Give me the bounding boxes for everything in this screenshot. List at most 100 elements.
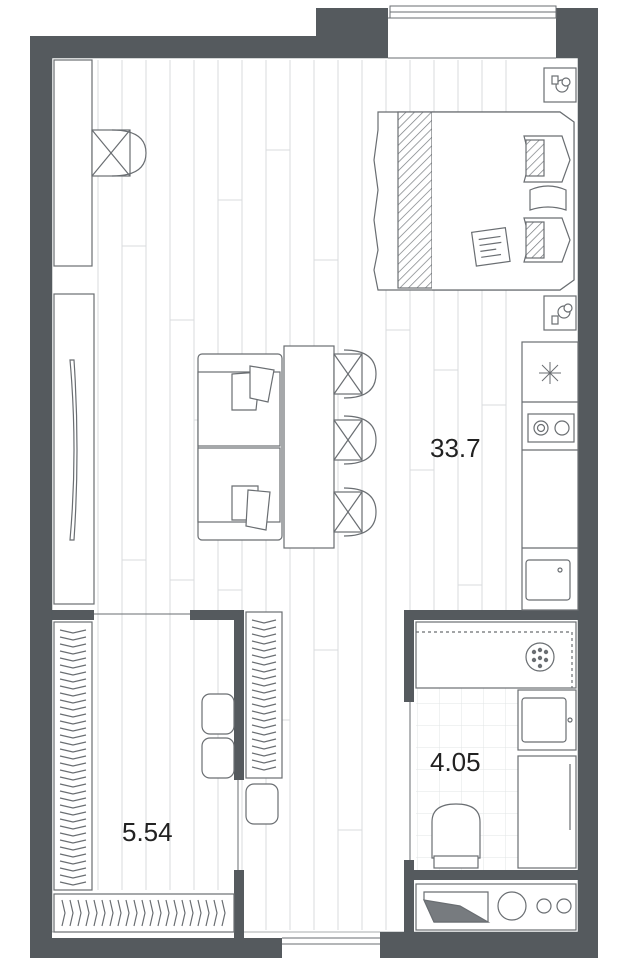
cabinet-icon bbox=[517, 755, 577, 869]
chair-icon bbox=[333, 349, 377, 399]
hanger-icon bbox=[59, 748, 87, 753]
hanger-icon bbox=[251, 703, 277, 708]
hanger-icon bbox=[85, 899, 90, 927]
hanger-icon bbox=[101, 899, 106, 927]
hanger-icon bbox=[117, 899, 122, 927]
hanger-icon bbox=[59, 839, 87, 844]
hanger-icon bbox=[251, 640, 277, 645]
hanger-icon bbox=[109, 899, 114, 927]
chair-icon bbox=[333, 415, 377, 465]
hanger-icon bbox=[59, 832, 87, 837]
chair-icon bbox=[91, 129, 147, 177]
hanger-icon bbox=[197, 899, 202, 927]
hangers bbox=[59, 619, 277, 927]
hanger-icon bbox=[149, 899, 154, 927]
hanger-icon bbox=[59, 804, 87, 809]
hanger-icon bbox=[251, 745, 277, 750]
hanger-icon bbox=[59, 853, 87, 858]
shower-icon bbox=[415, 621, 577, 689]
hanger-icon bbox=[59, 783, 87, 788]
hanger-icon bbox=[205, 899, 210, 927]
sink-icon bbox=[517, 689, 577, 751]
hanger-icon bbox=[59, 762, 87, 767]
hanger-icon bbox=[251, 759, 277, 764]
hanger-icon bbox=[251, 717, 277, 722]
room-area-living: 33.7 bbox=[430, 433, 481, 463]
hanger-icon bbox=[59, 769, 87, 774]
hanger-icon bbox=[165, 899, 170, 927]
hanger-icon bbox=[141, 899, 146, 927]
dining-table-icon bbox=[283, 345, 335, 549]
hanger-icon bbox=[59, 867, 87, 872]
hanger-icon bbox=[59, 678, 87, 683]
tv-icon bbox=[53, 293, 95, 605]
hanger-icon bbox=[59, 846, 87, 851]
hanger-icon bbox=[59, 671, 87, 676]
hanger-icon bbox=[157, 899, 162, 927]
hanger-icon bbox=[69, 899, 74, 927]
hanger-icon bbox=[59, 685, 87, 690]
hanger-icon bbox=[251, 738, 277, 743]
cooktop-icon bbox=[527, 413, 575, 443]
hanger-icon bbox=[251, 668, 277, 673]
hanger-icon bbox=[251, 647, 277, 652]
hanger-icon bbox=[59, 699, 87, 704]
chair-icon bbox=[333, 487, 377, 537]
hanger-icon bbox=[173, 899, 178, 927]
hanger-icon bbox=[133, 899, 138, 927]
toilet-icon bbox=[431, 803, 481, 869]
sofa-icon bbox=[197, 353, 283, 541]
hanger-icon bbox=[251, 752, 277, 757]
room-area-bathroom: 4.05 bbox=[430, 747, 481, 777]
hanger-icon bbox=[59, 818, 87, 823]
hanger-icon bbox=[61, 899, 66, 927]
hanger-icon bbox=[59, 643, 87, 648]
hanger-icon bbox=[59, 713, 87, 718]
hanger-icon bbox=[189, 899, 194, 927]
hanger-icon bbox=[251, 654, 277, 659]
hanger-icon bbox=[59, 657, 87, 662]
hanger-icon bbox=[59, 706, 87, 711]
closet-rail bbox=[53, 611, 283, 933]
hanger-icon bbox=[77, 899, 82, 927]
hanger-icon bbox=[251, 689, 277, 694]
hanger-icon bbox=[251, 633, 277, 638]
hanger-icon bbox=[221, 899, 226, 927]
window-icon bbox=[388, 5, 557, 59]
hanger-icon bbox=[59, 629, 87, 634]
hanger-icon bbox=[93, 899, 98, 927]
walls bbox=[30, 8, 598, 958]
window-icon bbox=[282, 936, 380, 958]
hanger-icon bbox=[59, 755, 87, 760]
hanger-icon bbox=[59, 636, 87, 641]
floor-boards bbox=[97, 60, 507, 930]
hanger-icon bbox=[59, 797, 87, 802]
hanger-icon bbox=[251, 724, 277, 729]
hanger-icon bbox=[59, 790, 87, 795]
hanger-icon bbox=[59, 734, 87, 739]
hanger-icon bbox=[59, 664, 87, 669]
hanger-icon bbox=[59, 811, 87, 816]
hanger-icon bbox=[59, 874, 87, 879]
hanger-icon bbox=[59, 860, 87, 865]
hanger-icon bbox=[251, 682, 277, 687]
ottoman-icon bbox=[201, 693, 279, 825]
sink-icon bbox=[525, 559, 571, 601]
hanger-icon bbox=[59, 650, 87, 655]
washing-machine-icon bbox=[415, 883, 577, 931]
hanger-icon bbox=[59, 776, 87, 781]
desk-icon bbox=[53, 59, 147, 267]
door-icon bbox=[94, 613, 411, 870]
hanger-icon bbox=[251, 766, 277, 771]
room-area-wardrobe: 5.54 bbox=[122, 817, 173, 847]
hanger-icon bbox=[251, 731, 277, 736]
hanger-icon bbox=[59, 727, 87, 732]
hanger-icon bbox=[59, 741, 87, 746]
nightstand-icon bbox=[543, 295, 577, 331]
hanger-icon bbox=[213, 899, 218, 927]
hanger-icon bbox=[59, 720, 87, 725]
hanger-icon bbox=[251, 675, 277, 680]
hanger-icon bbox=[251, 661, 277, 666]
hanger-icon bbox=[251, 626, 277, 631]
bed-icon bbox=[373, 111, 575, 291]
